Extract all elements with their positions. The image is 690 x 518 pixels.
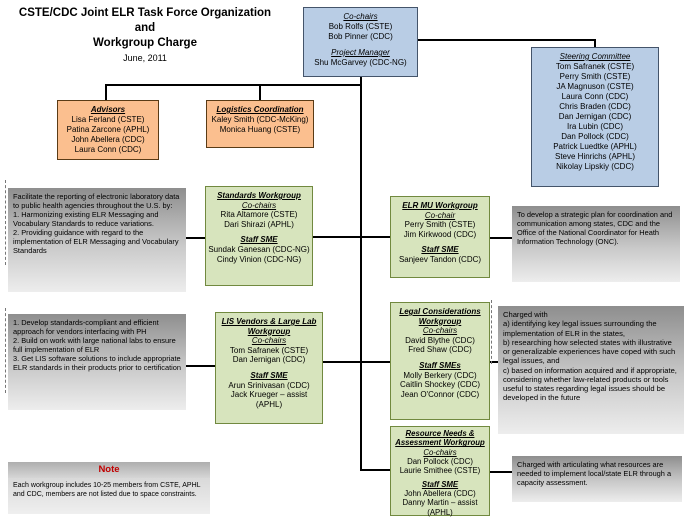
title-line-1: CSTE/CDC Joint ELR Task Force Organizati… <box>18 7 272 19</box>
steering-heading: Steering Committee <box>559 52 631 61</box>
cochair-label: Co-chairs <box>422 326 458 336</box>
cochair-label: Co-chairs <box>251 336 287 346</box>
workgroup-title: ELR MU Workgroup <box>402 201 478 210</box>
connector-charge-standards <box>186 237 205 239</box>
workgroup-member: David Blythe (CDC) <box>405 335 475 345</box>
workgroup-member: Laurie Smithee (CSTE) <box>399 466 481 476</box>
workgroup-member: Danny Martin – assist (APHL) <box>402 498 478 517</box>
advisor-member: John Abellera (CDC) <box>71 135 145 144</box>
steering-member: Dan Jernigan (CDC) <box>558 112 632 121</box>
advisor-member: Patina Zarcone (APHL) <box>66 125 150 134</box>
project-manager-member: Shu McGarvey (CDC-NG) <box>314 58 407 67</box>
cochairs-heading: Co-chairs <box>343 12 378 21</box>
cochair-label: Co-chairs <box>241 200 277 210</box>
workgroup-member: Dan Pollock (CDC) <box>407 457 473 467</box>
logistics-member: Monica Huang (CSTE) <box>219 125 301 134</box>
connector-charge-elrmu <box>490 237 512 239</box>
sme-label: Staff SME <box>421 479 459 489</box>
steering-member: Steve Hinrichs (APHL) <box>554 152 636 161</box>
charge-lis: 1. Develop standards-compliant and effic… <box>8 314 186 410</box>
steering-member: Dan Pollock (CDC) <box>561 132 629 141</box>
connector-charge-legal <box>490 361 498 363</box>
cochair-label: Co-chair <box>424 210 456 220</box>
workgroup-member: Rita Altamore (CSTE) <box>220 210 298 220</box>
connector-steering-horizontal <box>417 39 595 41</box>
workgroup-member: Jean O'Connor (CDC) <box>400 389 480 399</box>
workgroup-title: LIS Vendors & Large Lab Workgroup <box>221 317 317 336</box>
note-text: Each workgroup includes 10-25 members fr… <box>8 478 210 514</box>
workgroup-member: Jack Krueger – assist (APHL) <box>230 390 308 409</box>
advisors-heading: Advisors <box>90 105 126 114</box>
workgroup-member: Caitlin Shockey (CDC) <box>399 380 481 390</box>
logistics-member: Kaley Smith (CDC-McKing) <box>211 115 309 124</box>
workgroup-member: John Abellera (CDC) <box>404 489 476 499</box>
connector-logistics-stub <box>259 84 261 100</box>
logistics-box: Logistics Coordination Kaley Smith (CDC-… <box>206 100 314 148</box>
dashed-line-left-top <box>5 180 6 265</box>
charge-resource: Charged with articulating what resources… <box>512 456 682 502</box>
note-box: Note Each workgroup includes 10-25 membe… <box>8 462 210 514</box>
steering-committee-box: Steering Committee Tom Safranek (CSTE) P… <box>531 47 659 187</box>
cochair-label: Co-chairs <box>423 447 457 457</box>
workgroup-lis-box: LIS Vendors & Large Lab Workgroup Co-cha… <box>215 312 323 424</box>
project-manager-heading: Project Manager <box>331 48 390 57</box>
steering-member: Ira Lubin (CDC) <box>566 122 623 131</box>
connector-resource <box>360 469 390 471</box>
workgroup-member: Arun Srinivasan (CDC) <box>228 380 310 390</box>
workgroup-title: Resource Needs & Assessment Workgroup <box>395 429 485 448</box>
note-title: Note <box>8 462 210 478</box>
workgroup-title: Legal Considerations Workgroup <box>399 307 481 326</box>
page-title: CSTE/CDC Joint ELR Task Force Organizati… <box>10 6 280 63</box>
dashed-line-left-mid <box>5 308 6 393</box>
dashed-line-legal <box>491 300 492 364</box>
workgroup-title: Standards Workgroup <box>217 191 301 200</box>
connector-advisors-stub <box>105 84 107 100</box>
connector-steering-stub <box>594 39 596 48</box>
charge-elrmu: To develop a strategic plan for coordina… <box>512 206 680 282</box>
sme-label: Staff SME <box>421 245 459 255</box>
workgroup-member: Dan Jernigan (CDC) <box>232 355 306 365</box>
charge-legal: Charged with a) identifying key legal is… <box>498 306 684 434</box>
logistics-heading: Logistics Coordination <box>216 105 304 114</box>
cochair-member: Bob Pinner (CDC) <box>328 32 393 41</box>
title-date: June, 2011 <box>123 52 167 63</box>
workgroup-member: Molly Berkery (CDC) <box>403 370 477 380</box>
steering-member: Perry Smith (CSTE) <box>559 72 631 81</box>
workgroup-member: Sundak Ganesan (CDC-NG) <box>208 244 310 254</box>
workgroup-legal-box: Legal Considerations Workgroup Co-chairs… <box>390 302 490 420</box>
advisor-member: Lisa Ferland (CSTE) <box>71 115 145 124</box>
workgroup-resource-box: Resource Needs & Assessment Workgroup Co… <box>390 426 490 517</box>
steering-member: Chris Braden (CDC) <box>559 102 631 111</box>
workgroup-member: Cindy Vinion (CDC-NG) <box>216 254 302 264</box>
workgroup-member: Tom Safranek (CSTE) <box>229 345 309 355</box>
workgroup-member: Perry Smith (CSTE) <box>404 220 476 230</box>
workgroup-member: Sanjeev Tandon (CDC) <box>398 254 482 264</box>
connector-standards-elrmu <box>312 236 390 238</box>
steering-member: Patrick Luedtke (APHL) <box>553 142 637 151</box>
title-line-3: Workgroup Charge <box>93 36 197 49</box>
steering-member: Tom Safranek (CSTE) <box>555 62 635 71</box>
advisor-member: Laura Conn (CDC) <box>74 145 142 154</box>
title-line-2: and <box>134 21 156 34</box>
workgroup-standards-box: Standards Workgroup Co-chairs Rita Altam… <box>205 186 313 286</box>
workgroup-member: Jim Kirkwood (CDC) <box>403 229 477 239</box>
workgroup-member: Fred Shaw (CDC) <box>408 345 472 355</box>
connector-top-left-horizontal <box>105 84 362 86</box>
sme-label: Staff SME <box>250 370 288 380</box>
steering-member: Laura Conn (CDC) <box>561 92 629 101</box>
cochairs-box: Co-chairs Bob Rolfs (CSTE) Bob Pinner (C… <box>303 7 418 77</box>
cochair-member: Bob Rolfs (CSTE) <box>328 22 393 31</box>
advisors-box: Advisors Lisa Ferland (CSTE) Patina Zarc… <box>57 100 159 160</box>
connector-charge-resource <box>490 471 512 473</box>
steering-member: Nikolay Lipskiy (CDC) <box>556 162 634 171</box>
connector-charge-lis <box>186 365 215 367</box>
charge-standards: Facilitate the reporting of electronic l… <box>8 188 186 292</box>
connector-main-vertical <box>360 77 362 471</box>
steering-member: JA Magnuson (CSTE) <box>556 82 634 91</box>
sme-label: Staff SMEs <box>419 360 461 370</box>
workgroup-elrmu-box: ELR MU Workgroup Co-chair Perry Smith (C… <box>390 196 490 278</box>
workgroup-member: Dari Shirazi (APHL) <box>224 219 294 229</box>
connector-lis-legal <box>322 361 390 363</box>
sme-label: Staff SME <box>240 235 278 245</box>
